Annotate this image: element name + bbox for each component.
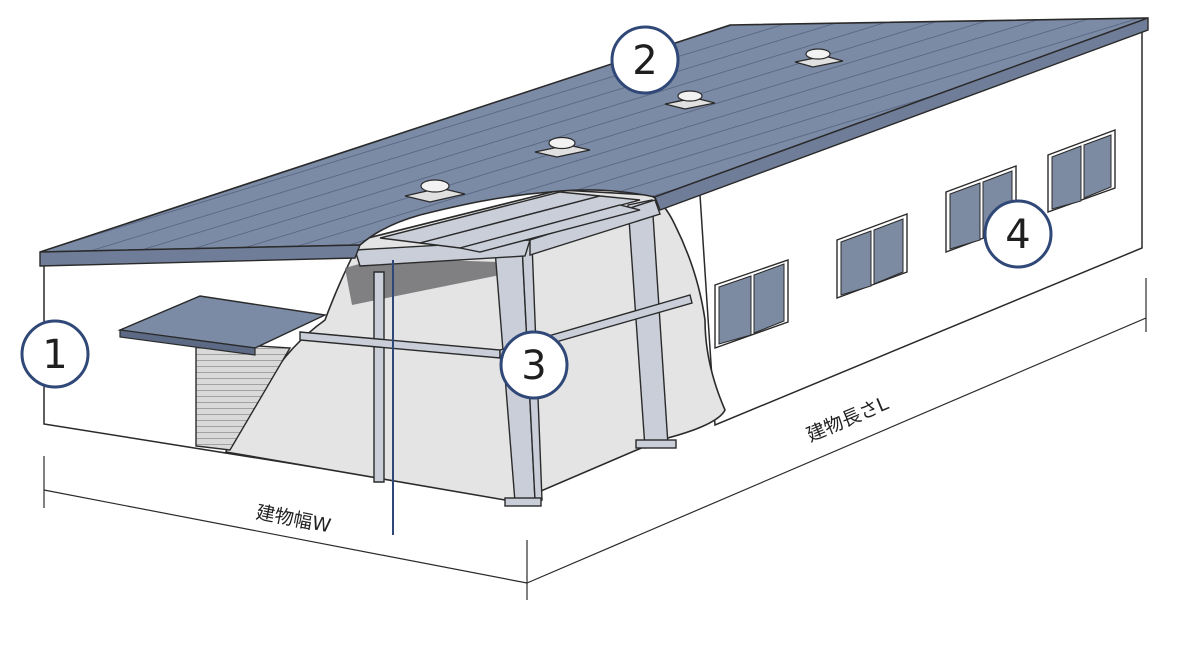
canopy-edge bbox=[119, 329, 256, 356]
svg-text:3: 3 bbox=[521, 343, 546, 389]
main-roof bbox=[39, 17, 1149, 253]
roof-ventilator bbox=[794, 48, 844, 68]
window bbox=[836, 212, 908, 300]
window bbox=[714, 259, 789, 349]
badge-1: 1 bbox=[20, 319, 90, 389]
roof-ventilator bbox=[404, 179, 466, 203]
roof-ventilator bbox=[664, 90, 716, 110]
svg-text:1: 1 bbox=[42, 332, 67, 378]
building-width-label: 建物幅W bbox=[254, 501, 333, 537]
roof-side-fascia bbox=[654, 17, 1149, 211]
dimension-lines bbox=[43, 278, 1147, 600]
svg-text:2: 2 bbox=[632, 38, 657, 84]
svg-text:4: 4 bbox=[1005, 212, 1030, 258]
badge-3: 3 bbox=[499, 330, 569, 400]
window bbox=[1047, 128, 1116, 213]
roof-fascia bbox=[39, 244, 362, 267]
badge-4: 4 bbox=[983, 199, 1053, 269]
roof-ventilator bbox=[534, 136, 591, 158]
building-length-label: 建物長さL bbox=[803, 392, 892, 446]
badge-2: 2 bbox=[610, 25, 680, 95]
